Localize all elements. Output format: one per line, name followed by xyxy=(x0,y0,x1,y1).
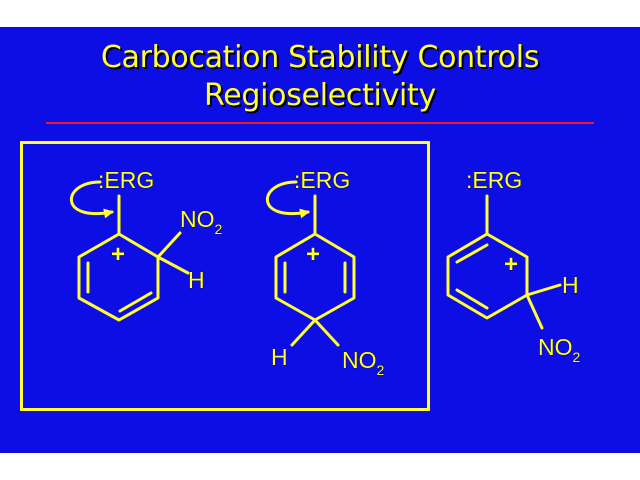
bond-no2-ortho xyxy=(156,231,182,259)
structure-para: :ERG + H NO2 xyxy=(266,167,385,378)
slide-title-line2: Regioselectivity xyxy=(204,78,436,113)
ring-meta xyxy=(446,232,529,320)
double-bond-ortho-2 xyxy=(118,291,153,313)
charge-label-meta: + xyxy=(504,251,518,278)
charge-label-para: + xyxy=(306,241,320,268)
charge-label-ortho: + xyxy=(111,241,125,268)
structure-meta: :ERG + H NO2 xyxy=(446,167,581,365)
slide-title-line1: Carbocation Stability Controls xyxy=(100,40,540,75)
bond-h-ortho xyxy=(156,255,190,275)
highlight-box xyxy=(20,141,430,411)
substituent-label-meta: :ERG xyxy=(466,167,522,193)
double-bond-meta-1 xyxy=(455,243,489,264)
double-bond-meta-2 xyxy=(455,288,489,310)
electron-push-arrow-ortho xyxy=(70,180,114,219)
bond-h-para xyxy=(290,318,317,347)
title-underline xyxy=(46,122,594,124)
bond-h-meta xyxy=(525,283,562,297)
electron-push-arrow-para xyxy=(266,180,310,219)
nitro-label-para: NO2 xyxy=(342,347,385,378)
substituent-label-para: :ERG xyxy=(294,167,350,193)
hydrogen-label-para: H xyxy=(271,344,288,370)
structure-ortho: :ERG + NO2 H xyxy=(70,167,223,322)
substituent-label-ortho: :ERG xyxy=(98,167,154,193)
hydrogen-label-meta: H xyxy=(562,272,579,298)
nitro-label-ortho: NO2 xyxy=(180,206,223,237)
bond-no2-meta xyxy=(525,293,544,330)
bond-no2-para xyxy=(313,318,340,347)
nitro-label-meta: NO2 xyxy=(538,334,581,365)
hydrogen-label-ortho: H xyxy=(188,267,205,293)
